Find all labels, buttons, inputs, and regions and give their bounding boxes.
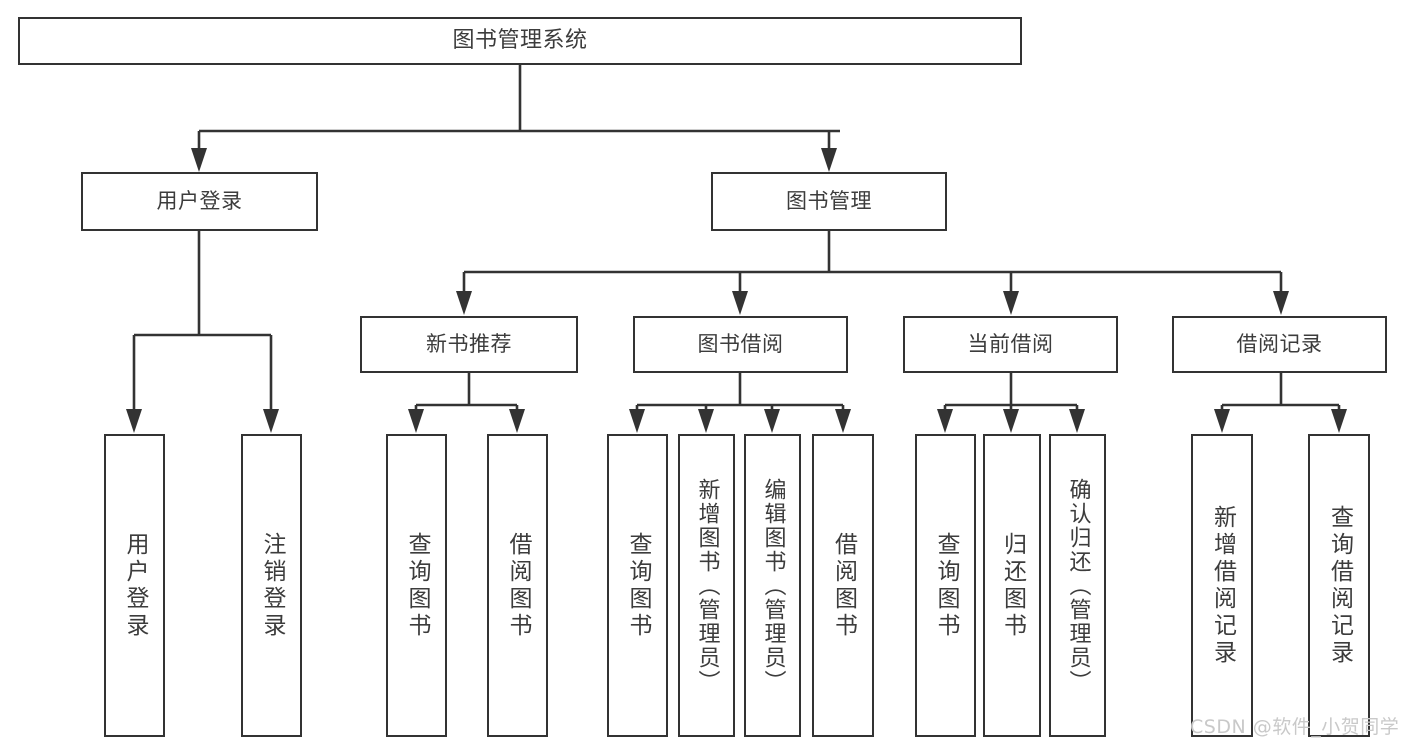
leaf-borrow-book-label: 借阅图书: [830, 531, 857, 640]
node-user-login-label: 用户登录: [156, 189, 243, 214]
leaf-new-book-query[interactable]: 查询图书: [386, 434, 447, 737]
node-current-borrow-label: 当前借阅: [967, 332, 1054, 357]
leaf-user-logout-label: 注销登录: [259, 531, 285, 640]
leaf-edit-book-admin[interactable]: 编辑图书（管理员）: [744, 434, 801, 737]
leaf-current-query-book-label: 查询图书: [933, 531, 959, 640]
node-book-management-label: 图书管理: [786, 189, 872, 214]
node-root-label: 图书管理系统: [452, 28, 588, 54]
arrowhead: [1003, 409, 1019, 433]
leaf-borrow-book[interactable]: 借阅图书: [812, 434, 874, 737]
arrowhead: [698, 409, 714, 433]
node-user-login[interactable]: 用户登录: [81, 172, 318, 231]
node-book-borrow-label: 图书借阅: [697, 332, 784, 357]
arrowhead: [937, 409, 953, 433]
leaf-new-book-borrow[interactable]: 借阅图书: [487, 434, 548, 737]
arrowhead: [191, 148, 207, 172]
arrowhead: [1069, 409, 1085, 433]
leaf-new-book-borrow-label: 借阅图书: [505, 531, 531, 640]
leaf-new-book-query-label: 查询图书: [404, 531, 430, 640]
arrowhead: [821, 148, 837, 172]
leaf-user-login[interactable]: 用户登录: [104, 434, 165, 737]
node-book-borrow[interactable]: 图书借阅: [633, 316, 848, 373]
node-borrow-record-label: 借阅记录: [1236, 332, 1323, 357]
arrowhead: [509, 409, 525, 433]
leaf-add-book-admin-label: 新增图书（管理员）: [694, 477, 720, 694]
leaf-user-login-label: 用户登录: [122, 531, 148, 640]
leaf-edit-book-admin-label: 编辑图书（管理员）: [760, 477, 786, 694]
leaf-confirm-return-admin[interactable]: 确认归还（管理员）: [1049, 434, 1106, 737]
node-new-book-recommend[interactable]: 新书推荐: [360, 316, 578, 373]
node-current-borrow[interactable]: 当前借阅: [903, 316, 1118, 373]
arrowhead: [764, 409, 780, 433]
leaf-query-borrow-record-label: 查询借阅记录: [1326, 504, 1353, 667]
leaf-add-book-admin[interactable]: 新增图书（管理员）: [678, 434, 735, 737]
node-borrow-record[interactable]: 借阅记录: [1172, 316, 1387, 373]
arrowhead: [263, 409, 279, 433]
leaf-query-borrow-record[interactable]: 查询借阅记录: [1308, 434, 1370, 737]
arrowhead: [1331, 409, 1347, 433]
node-book-management[interactable]: 图书管理: [711, 172, 947, 231]
arrowhead: [1003, 291, 1019, 315]
arrowhead: [408, 409, 424, 433]
leaf-confirm-return-admin-label: 确认归还（管理员）: [1065, 477, 1091, 694]
arrowhead: [835, 409, 851, 433]
leaf-user-logout[interactable]: 注销登录: [241, 434, 302, 737]
arrowhead: [1273, 291, 1289, 315]
arrowhead: [629, 409, 645, 433]
leaf-add-borrow-record-label: 新增借阅记录: [1209, 504, 1236, 667]
node-new-book-recommend-label: 新书推荐: [426, 332, 512, 357]
node-root[interactable]: 图书管理系统: [18, 17, 1022, 65]
arrowhead: [1214, 409, 1230, 433]
leaf-borrow-query-book[interactable]: 查询图书: [607, 434, 668, 737]
arrowhead: [732, 291, 748, 315]
leaf-return-book[interactable]: 归还图书: [983, 434, 1041, 737]
arrowhead: [456, 291, 472, 315]
leaf-add-borrow-record[interactable]: 新增借阅记录: [1191, 434, 1253, 737]
leaf-return-book-label: 归还图书: [999, 531, 1026, 640]
leaf-borrow-query-book-label: 查询图书: [625, 531, 651, 640]
arrowhead: [126, 409, 142, 433]
leaf-current-query-book[interactable]: 查询图书: [915, 434, 976, 737]
